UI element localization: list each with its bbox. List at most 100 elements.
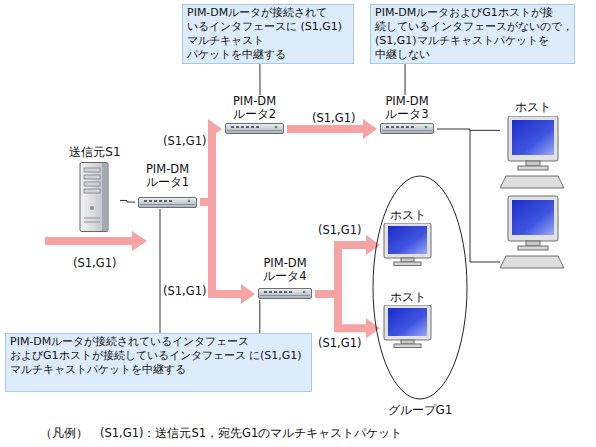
router-port: [284, 291, 287, 293]
flow-label: (S1,G1): [163, 284, 206, 298]
wire: [437, 129, 500, 130]
router-port: [279, 291, 282, 293]
connector-line: [120, 200, 135, 202]
monitor-bezel: [508, 116, 558, 161]
monitor-base: [518, 246, 548, 250]
router-label: PIM-DM ルータ4: [245, 257, 325, 283]
router-port: [274, 291, 277, 293]
router-label: PIM-DM ルータ1: [125, 163, 210, 189]
router-led: [425, 126, 428, 129]
wire: [120, 200, 135, 202]
multicast-flow-arrow: [200, 202, 255, 304]
flow-label: (S1,G1): [318, 336, 361, 350]
router-port: [164, 200, 167, 202]
drive-slot: [84, 189, 100, 193]
pim-dm-router: PIM-DM ルータ1: [135, 163, 200, 209]
callout-note: PIM-DMルータが接続されて いるインタフェースに (S1,G1)マルチキャス…: [182, 4, 354, 64]
router-port: [411, 126, 414, 128]
router-label: PIM-DM ルータ3: [367, 95, 447, 121]
multicast-flow-arrow: [200, 119, 222, 202]
arrowhead: [241, 284, 255, 304]
router-port: [236, 126, 239, 128]
connector-line: [405, 64, 406, 95]
router-body: [139, 198, 197, 208]
drive-slot: [84, 175, 100, 179]
callout-text: PIM-DMルータおよびG1ホストが接 続しているインタフェースがないので， (…: [375, 6, 570, 62]
host-icon: [380, 223, 435, 266]
power-button: [90, 206, 94, 210]
flow-shaft: [287, 125, 363, 133]
router-port: [251, 126, 254, 128]
monitor-screen: [388, 308, 427, 336]
router-port: [169, 200, 172, 202]
router-port: [154, 200, 157, 202]
host-icon: [380, 305, 435, 348]
host-label: ホスト: [500, 100, 565, 114]
monitor-bezel: [508, 196, 558, 241]
callout-note: PIM-DMルータが接続されているインタフェース およびG1ホストが接続している…: [5, 333, 312, 392]
callout-text: PIM-DMルータが接続されているインタフェース およびG1ホストが接続している…: [10, 335, 307, 377]
incoming-flow-arrowhead: [132, 231, 147, 251]
incoming-flow-arrow: [45, 237, 132, 245]
flow-label: (S1,G1): [163, 134, 206, 148]
connector-line: [259, 300, 260, 333]
flow-label: (S1,G1): [73, 256, 116, 270]
router1-lan-wire: [160, 209, 161, 333]
router-body: [226, 124, 284, 134]
router-port: [386, 126, 389, 128]
router-led: [188, 200, 191, 203]
monitor-screen: [388, 226, 427, 254]
monitor-bezel: [384, 223, 431, 258]
multicast-flow-arrow: [315, 294, 380, 338]
keyboard: [500, 256, 564, 268]
flow-shaft: [315, 245, 366, 294]
monitor-bezel: [384, 305, 431, 340]
router-icon: [225, 123, 284, 135]
monitor-base: [394, 344, 421, 348]
pim-dm-router: PIM-DM ルータ3: [377, 95, 437, 135]
router-edge: [227, 130, 282, 131]
drive-slot: [84, 168, 100, 172]
flow-shaft: [315, 294, 366, 328]
router-port: [264, 291, 267, 293]
router-port: [149, 200, 152, 202]
host-computer: ホスト: [500, 100, 565, 192]
wire: [405, 64, 406, 95]
source-server: 送信元S1: [70, 145, 120, 233]
group-ellipse: グループG1ホストホスト: [372, 175, 468, 400]
router-port: [159, 200, 162, 202]
router3-host-wire: [470, 130, 500, 262]
multicast-flow-arrow: [315, 235, 380, 294]
wire: [259, 300, 260, 333]
monitor-stand: [401, 258, 414, 262]
router-port: [406, 126, 409, 128]
router-port: [289, 291, 292, 293]
host-computer-icon: [500, 196, 564, 268]
router-label: PIM-DM ルータ2: [212, 95, 297, 121]
router-port: [401, 126, 404, 128]
monitor-stand: [526, 161, 540, 166]
router-port: [246, 126, 249, 128]
router-port: [241, 126, 244, 128]
router-edge: [140, 204, 195, 205]
router-edge: [260, 295, 310, 296]
monitor-base: [394, 262, 421, 266]
connector-line: [259, 64, 260, 95]
flow-label: (S1,G1): [312, 111, 355, 125]
router-led: [303, 291, 306, 294]
router-port: [391, 126, 394, 128]
host-icon: [500, 116, 565, 190]
router-body: [259, 289, 312, 299]
router-body: [381, 124, 434, 134]
flow-label: (S1,G1): [318, 223, 361, 237]
router-icon: [380, 123, 434, 135]
drive-slot: [84, 182, 100, 186]
router-port: [269, 291, 272, 293]
server-side: [102, 163, 108, 231]
connector-line: [437, 129, 500, 130]
callout-note: PIM-DMルータおよびG1ホストが接 続しているインタフェースがないので， (…: [370, 4, 575, 64]
router-port: [144, 200, 147, 202]
router-icon: [258, 288, 312, 300]
monitor-screen: [512, 120, 554, 155]
